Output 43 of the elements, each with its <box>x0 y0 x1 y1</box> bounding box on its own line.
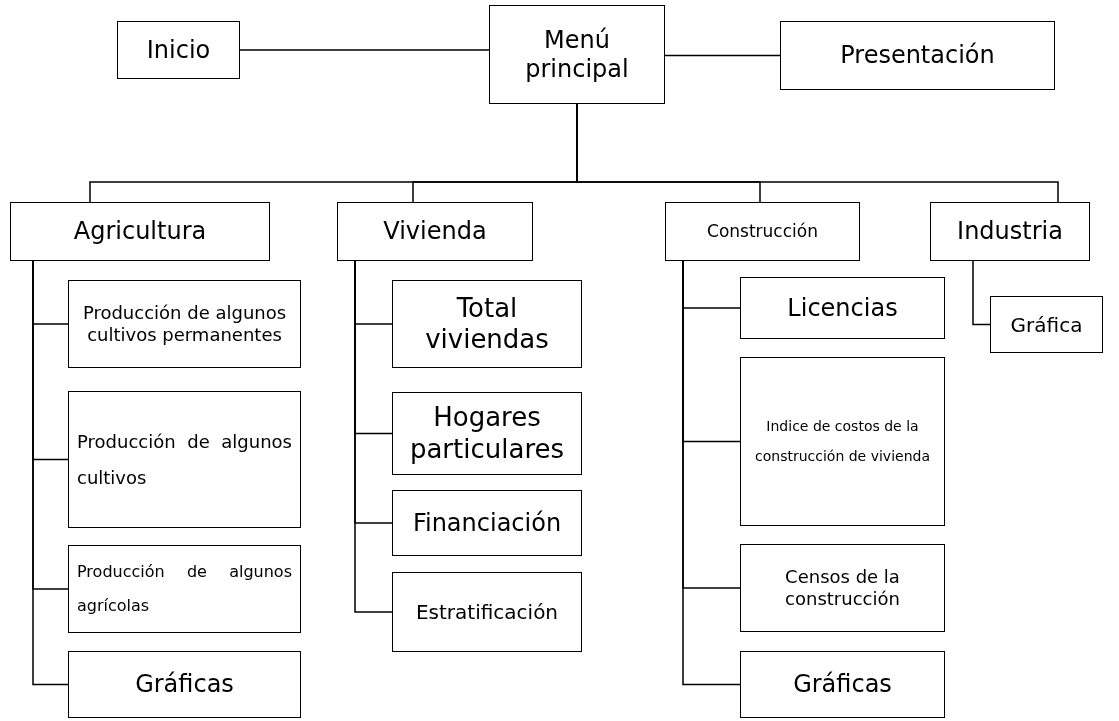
menu-box <box>780 21 1055 90</box>
menu-label: Construcción <box>707 221 818 242</box>
menu-box <box>392 280 582 368</box>
menu-box <box>68 280 301 368</box>
menu-label: Hogares particulares <box>408 402 566 465</box>
menu-box <box>489 5 665 104</box>
menu-box <box>117 21 240 79</box>
menu-label: Gráficas <box>793 670 892 699</box>
menu-box <box>68 651 301 718</box>
menu-box <box>740 544 945 632</box>
menu-label: Censos de la construcción <box>784 566 901 610</box>
menu-label: Industria <box>957 217 1063 246</box>
menu-box <box>392 572 582 652</box>
menu-label: Inicio <box>146 35 211 65</box>
connector-line <box>972 260 991 326</box>
menu-label: Estratificación <box>415 600 559 624</box>
menu-box <box>665 202 860 261</box>
connector-line <box>664 54 781 57</box>
menu-label: Producción de algunos cultivos <box>77 429 292 490</box>
menu-box <box>990 296 1103 353</box>
menu-label: Total viviendas <box>424 292 550 356</box>
menu-label: Gráfica <box>1010 312 1083 337</box>
menu-box <box>68 391 301 528</box>
menu-box <box>337 202 533 261</box>
menu-box <box>392 392 582 475</box>
menu-label: Agricultura <box>73 217 207 246</box>
menu-box <box>68 545 301 633</box>
menu-label: Menú principal <box>524 25 630 84</box>
menu-box <box>10 202 270 261</box>
menu-label: Producción de algunos cultivos permanentes <box>81 302 288 346</box>
menu-label: Licencias <box>787 293 898 323</box>
menu-label: Financiación <box>412 508 562 538</box>
menu-box <box>740 357 945 526</box>
menu-box <box>392 490 582 556</box>
menu-label: Indice de costos de la construcción de vivienda <box>754 417 931 466</box>
connector-line <box>239 49 490 51</box>
menu-box <box>740 651 945 718</box>
menu-label: Presentación <box>840 41 995 70</box>
menu-box <box>930 202 1090 261</box>
menu-label: Vivienda <box>383 217 487 246</box>
menu-label: Producción de algunos agrícolas <box>77 561 292 617</box>
menu-box <box>740 277 945 339</box>
menu-label: Gráficas <box>135 670 234 699</box>
